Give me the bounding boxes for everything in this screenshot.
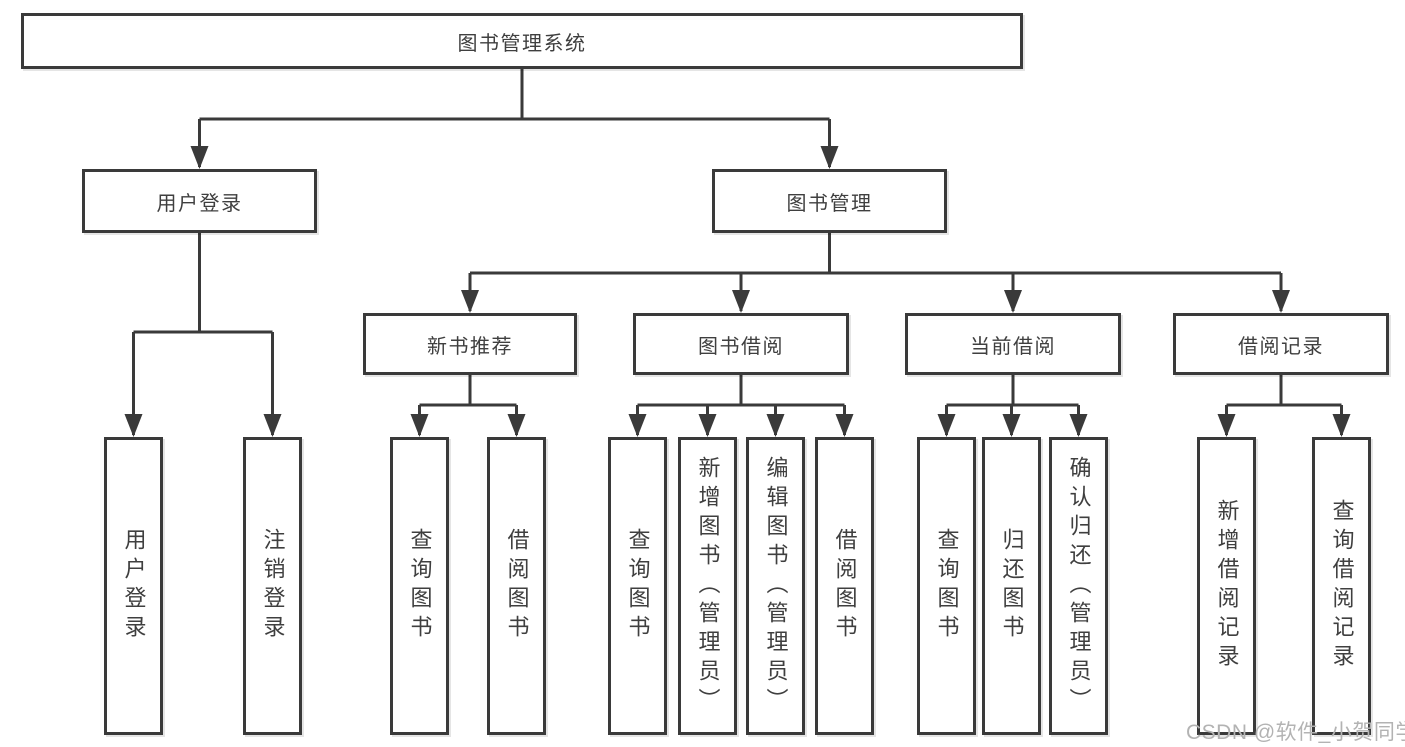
leaf-add-borrow-record: 新增借阅记录 <box>1197 437 1256 735</box>
node-book-management: 图书管理 <box>712 169 947 233</box>
node-user-login: 用户登录 <box>82 169 317 233</box>
leaf-query-books-borrow: 查询图书 <box>608 437 667 735</box>
leaf-query-borrow-record: 查询借阅记录 <box>1312 437 1371 735</box>
leaf-query-books-current: 查询图书 <box>917 437 976 735</box>
leaf-borrow-books: 借阅图书 <box>815 437 874 735</box>
node-borrow-records: 借阅记录 <box>1173 313 1389 375</box>
node-current-borrow: 当前借阅 <box>905 313 1121 375</box>
leaf-edit-book-admin: 编辑图书（管理员） <box>746 437 805 735</box>
leaf-user-login: 用户登录 <box>104 437 163 735</box>
node-new-book-recommend: 新书推荐 <box>363 313 577 375</box>
leaf-confirm-return-admin: 确认归还（管理员） <box>1049 437 1108 735</box>
node-library-management-system: 图书管理系统 <box>21 13 1023 69</box>
watermark: CSDN @软件_小贺同学 <box>1186 721 1405 744</box>
leaf-return-books: 归还图书 <box>982 437 1041 735</box>
leaf-query-books-recommend: 查询图书 <box>390 437 449 735</box>
node-book-borrow: 图书借阅 <box>633 313 849 375</box>
leaf-add-book-admin: 新增图书（管理员） <box>678 437 737 735</box>
leaf-borrow-books-recommend: 借阅图书 <box>487 437 546 735</box>
leaf-logout: 注销登录 <box>243 437 302 735</box>
